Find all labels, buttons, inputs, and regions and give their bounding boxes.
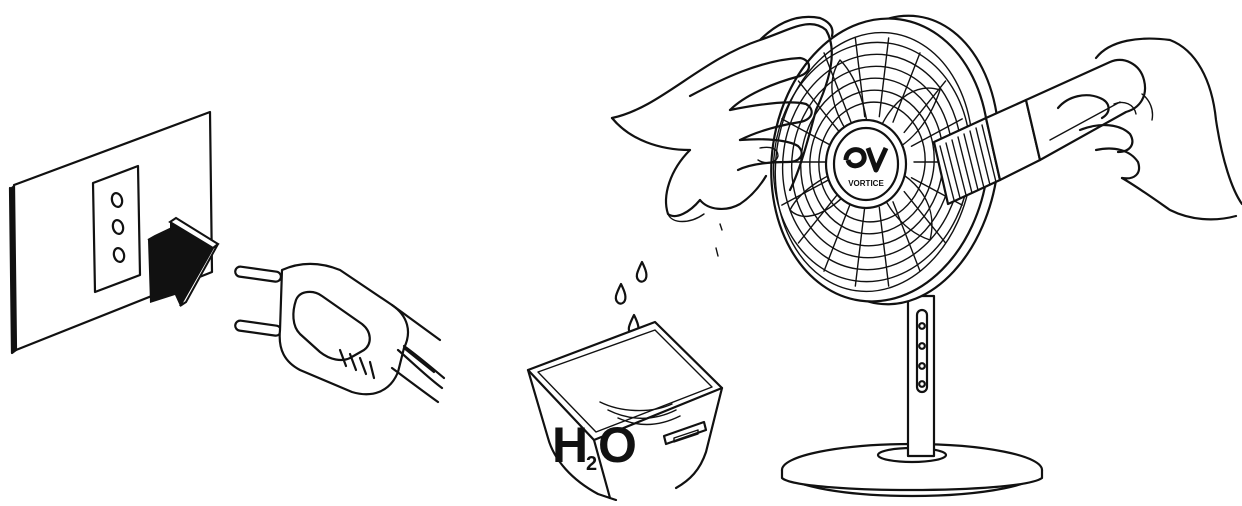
fan-guard-spoke xyxy=(797,190,841,244)
fan-guard-spoke xyxy=(910,118,963,147)
fan-guard-spoke xyxy=(878,206,890,287)
fan-guard-spoke xyxy=(781,177,834,206)
brush-hand-icon xyxy=(1056,37,1242,221)
plug-icon xyxy=(234,262,446,404)
water-label-subscript: 2 xyxy=(586,453,597,475)
fan-guard-spoke xyxy=(903,190,947,244)
unplug-panel xyxy=(8,110,446,404)
fan-guard-spoke xyxy=(797,80,841,134)
water-basin-panel: H 2 O xyxy=(526,223,724,502)
fan-guard-spoke xyxy=(892,201,921,272)
vortice-logo: VORTICE xyxy=(843,146,889,188)
fan-cleaning-panel: VORTICE xyxy=(610,14,1242,498)
water-basin-icon xyxy=(526,320,724,502)
fan-stand xyxy=(906,294,936,458)
fan-guard-spoke xyxy=(878,37,890,118)
water-label: H 2 O xyxy=(552,417,637,475)
fan-guard-spoke xyxy=(892,52,921,123)
brand-logo-text: VORTICE xyxy=(848,179,884,188)
water-label-o: O xyxy=(598,417,637,473)
fan-guard-spoke xyxy=(823,52,852,123)
unplug-arrow-icon xyxy=(147,216,220,307)
fan-guard-spoke xyxy=(823,201,852,272)
fan-guard-spoke xyxy=(854,206,866,287)
water-label-h: H xyxy=(552,417,588,473)
cloth-hand-icon xyxy=(610,15,834,223)
